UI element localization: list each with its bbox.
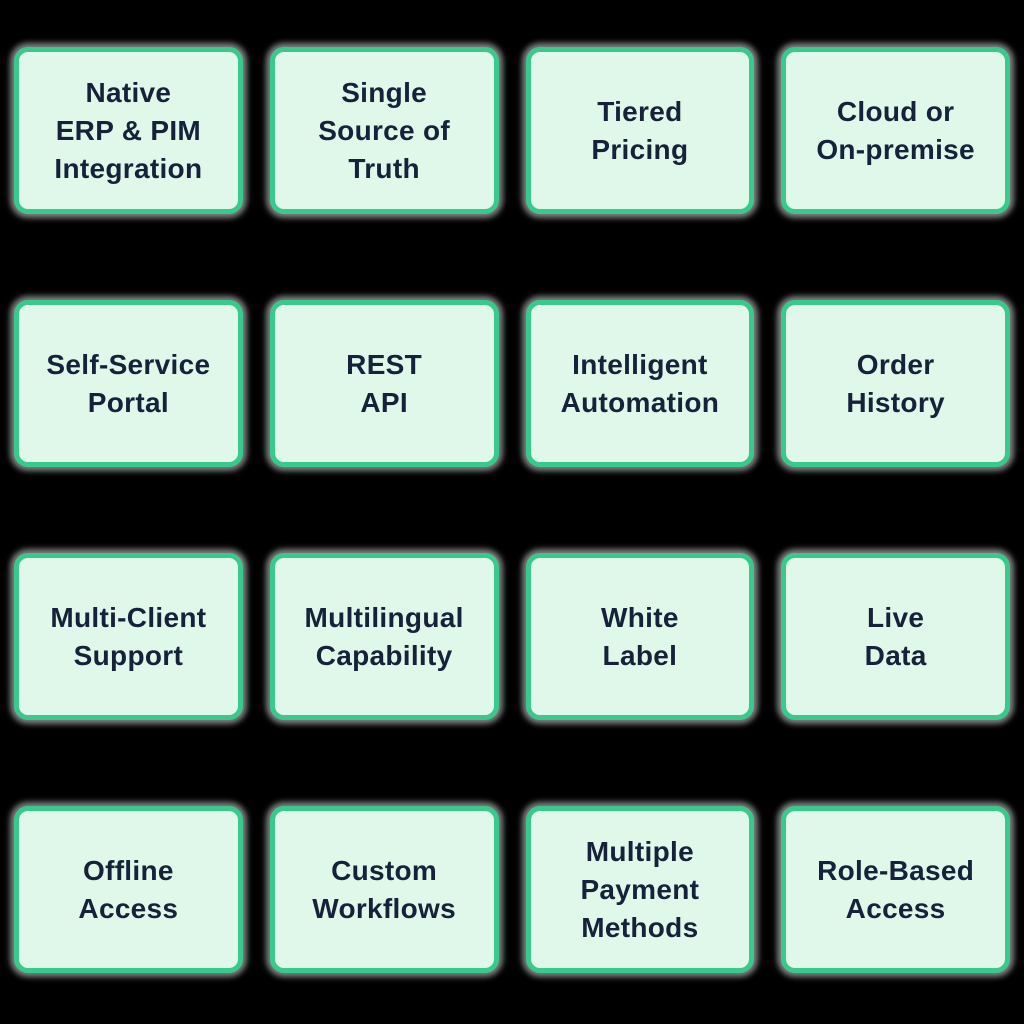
card-label: Order History bbox=[846, 348, 945, 418]
card-cloud-or-on-premise: Cloud or On-premise bbox=[781, 47, 1010, 214]
card-label: REST API bbox=[346, 348, 423, 418]
card-label: Tiered Pricing bbox=[591, 95, 689, 165]
card-label: Role-Based Access bbox=[817, 854, 975, 924]
card-tiered-pricing: Tiered Pricing bbox=[525, 47, 755, 214]
card-white-label: White Label bbox=[525, 553, 755, 720]
card-label: White Label bbox=[601, 601, 679, 671]
card-role-based-access: Role-Based Access bbox=[781, 806, 1010, 973]
card-label: Intelligent Automation bbox=[560, 348, 720, 418]
card-single-source-of-truth: Single Source of Truth bbox=[269, 47, 499, 214]
card-multi-client-support: Multi-Client Support bbox=[14, 553, 243, 720]
card-label: Live Data bbox=[864, 601, 927, 671]
card-label: Self-Service Portal bbox=[46, 348, 211, 418]
card-label: Single Source of Truth bbox=[318, 76, 451, 184]
card-label: Multi-Client Support bbox=[50, 601, 207, 671]
card-label: Multiple Payment Methods bbox=[580, 835, 700, 943]
card-label: Custom Workflows bbox=[312, 854, 456, 924]
card-rest-api: REST API bbox=[269, 300, 499, 467]
card-multiple-payment-methods: Multiple Payment Methods bbox=[525, 806, 755, 973]
card-label: Native ERP & PIM Integration bbox=[54, 76, 203, 184]
card-multilingual-capability: Multilingual Capability bbox=[269, 553, 499, 720]
card-self-service-portal: Self-Service Portal bbox=[14, 300, 243, 467]
card-native-erp-pim-integration: Native ERP & PIM Integration bbox=[14, 47, 243, 214]
card-label: Offline Access bbox=[78, 854, 179, 924]
card-label: Multilingual Capability bbox=[304, 601, 464, 671]
card-order-history: Order History bbox=[781, 300, 1010, 467]
feature-grid: Native ERP & PIM Integration Single Sour… bbox=[14, 47, 1010, 973]
card-intelligent-automation: Intelligent Automation bbox=[525, 300, 755, 467]
card-custom-workflows: Custom Workflows bbox=[269, 806, 499, 973]
card-label: Cloud or On-premise bbox=[816, 95, 975, 165]
card-offline-access: Offline Access bbox=[14, 806, 243, 973]
card-live-data: Live Data bbox=[781, 553, 1010, 720]
